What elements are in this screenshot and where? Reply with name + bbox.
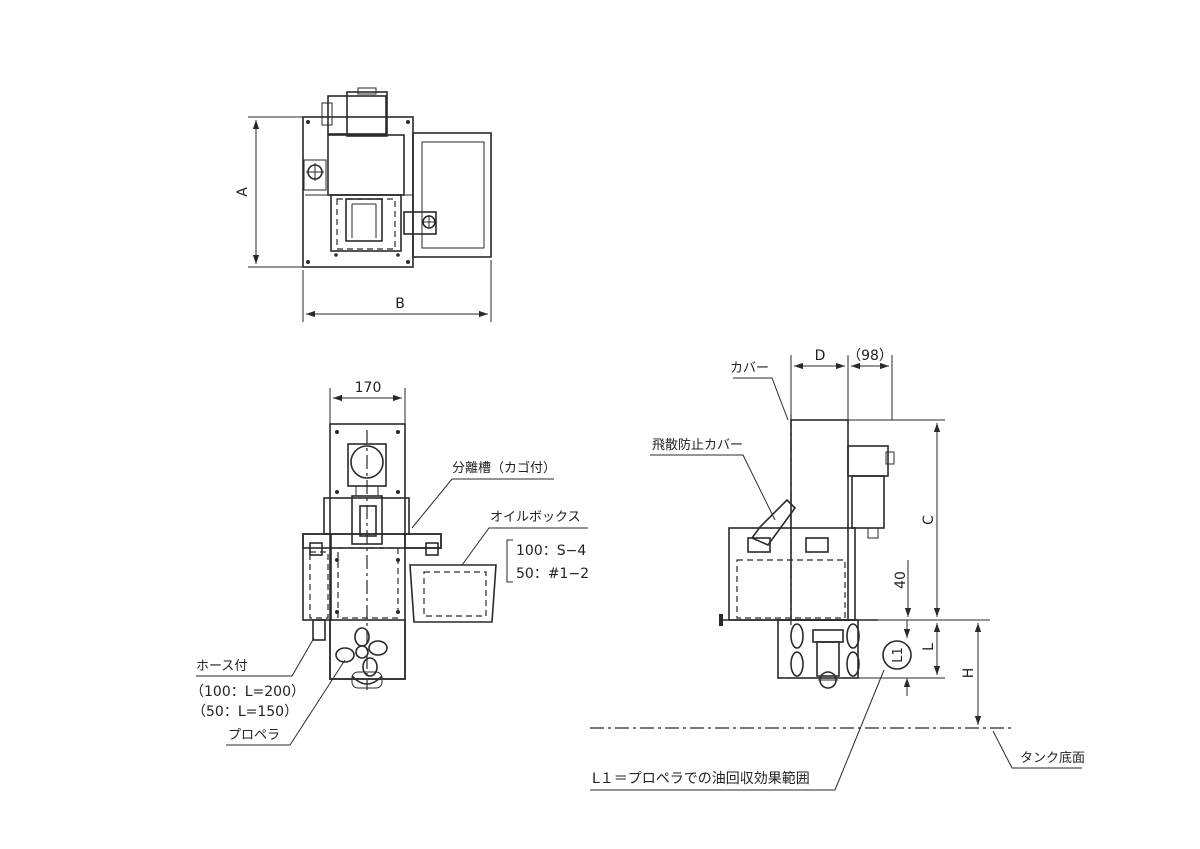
front-view: 170 xyxy=(190,380,589,746)
dim-c-label: C xyxy=(921,515,937,525)
dim-d-label: D xyxy=(815,348,826,364)
hose-spec-100: （100：L=200） xyxy=(190,684,305,700)
dim-b-label: B xyxy=(395,296,405,312)
dim-98-label: （98） xyxy=(847,348,893,364)
side-view: カバー 飛散防止カバー D （98） C 40 L L1 H xyxy=(590,348,1085,791)
label-separator: 分離槽（カゴ付） xyxy=(452,460,556,476)
hose-spec-50: （50：L=150） xyxy=(192,704,298,720)
note-l1: L１＝プロペラでの油回収効果範囲 xyxy=(592,770,810,787)
dim-40-label: 40 xyxy=(893,571,909,589)
dim-l1-label: L1 xyxy=(891,647,906,663)
dim-l-label: L xyxy=(921,643,937,651)
label-splash-cover: 飛散防止カバー xyxy=(652,437,743,453)
dim-h-label: H xyxy=(961,668,977,679)
oilbox-spec-100: 100：S−4 xyxy=(516,543,586,559)
oilbox-spec-50: 50：#1−2 xyxy=(516,566,589,582)
label-hose: ホース付 xyxy=(196,659,247,674)
label-tank-bottom: タンク底面 xyxy=(1020,750,1085,766)
top-view: A B xyxy=(235,87,492,322)
label-propeller: プロペラ xyxy=(228,728,280,743)
dim-a-label: A xyxy=(235,187,251,197)
dim-170-label: 170 xyxy=(355,380,382,396)
label-cover: カバー xyxy=(730,361,769,376)
label-oilbox: オイルボックス xyxy=(490,510,581,525)
